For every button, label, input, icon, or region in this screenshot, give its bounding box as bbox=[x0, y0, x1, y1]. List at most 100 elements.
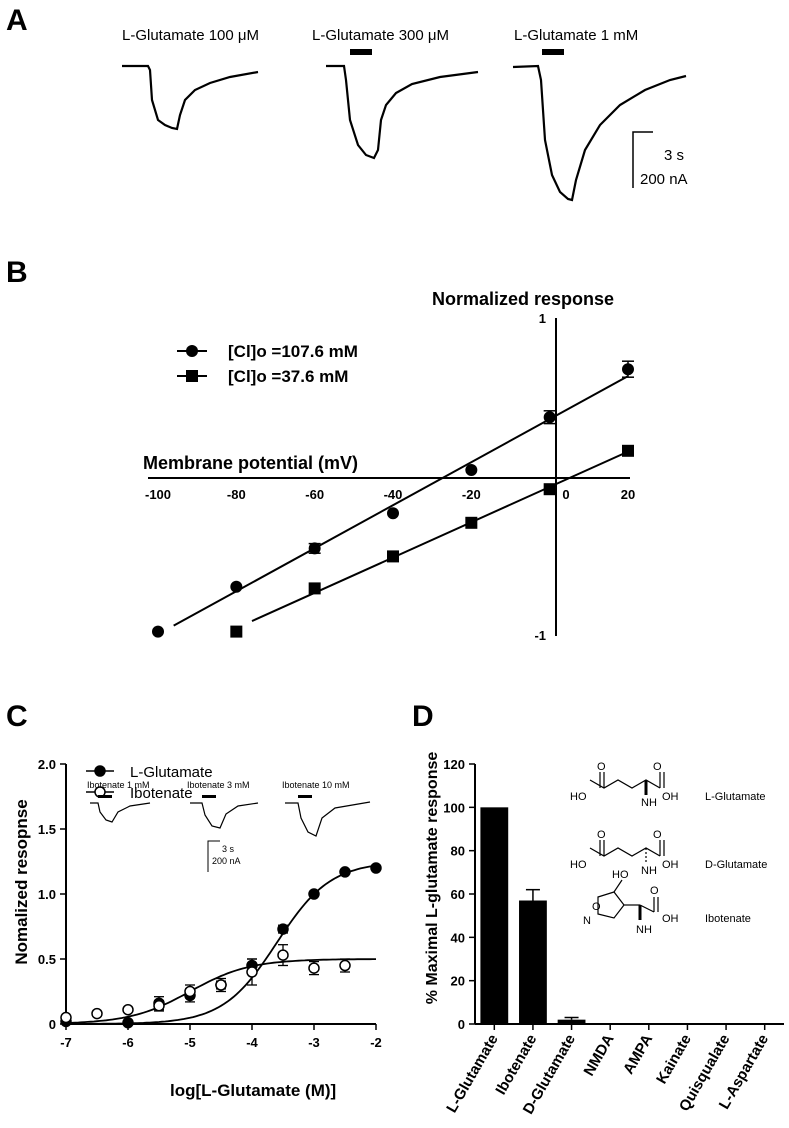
trace-label-1mM: L-Glutamate 1 mM bbox=[514, 27, 638, 44]
svg-text:OH: OH bbox=[662, 791, 679, 803]
c-data-point bbox=[339, 866, 351, 878]
d-category-label: NMDA bbox=[580, 1031, 617, 1079]
b-data-point bbox=[465, 516, 478, 529]
c-x-tick-label: -4 bbox=[246, 1035, 258, 1050]
scale-time-label: 3 s bbox=[664, 147, 684, 164]
panel-a-traces: L-Glutamate 100 μM L-Glutamate 300 μM L-… bbox=[122, 27, 688, 202]
svg-text:OH: OH bbox=[662, 859, 679, 871]
b-data-point bbox=[465, 464, 478, 476]
svg-text:O: O bbox=[597, 761, 606, 773]
svg-text:HO: HO bbox=[612, 869, 629, 881]
c-x-tick-label: -2 bbox=[370, 1035, 382, 1050]
c-data-point bbox=[122, 1003, 134, 1016]
c-data-point bbox=[60, 1011, 72, 1024]
inset-bar-1mM bbox=[98, 795, 112, 798]
inset-label-3mM: Ibotenate 3 mM bbox=[187, 780, 250, 790]
c-data-point bbox=[370, 862, 382, 874]
c-x-tick-label: -7 bbox=[60, 1035, 72, 1050]
d-category-label: L-Glutamate bbox=[443, 1032, 501, 1116]
current-trace-100uM bbox=[122, 64, 259, 131]
inset-scale-bar bbox=[207, 840, 220, 872]
b-x-tick-label: 0 bbox=[562, 487, 569, 502]
inset-bar-3mM bbox=[202, 795, 216, 798]
panel-c-dose-response: log[L-Glutamate (M)] Nomalized resopnse … bbox=[12, 757, 382, 1100]
panel-b-letter: B bbox=[6, 256, 28, 289]
svg-text:O: O bbox=[597, 829, 606, 841]
b-data-point bbox=[387, 550, 399, 563]
b-x-tick-label: -40 bbox=[384, 487, 403, 502]
panel-c-letter: C bbox=[6, 700, 28, 733]
b-legend-marker bbox=[186, 370, 198, 382]
panel-d-letter: D bbox=[412, 700, 434, 733]
inset-scale-time: 3 s bbox=[222, 844, 235, 854]
c-x-tick-label: -3 bbox=[308, 1035, 320, 1050]
c-y-axis-label: Nomalized resopnse bbox=[12, 799, 31, 964]
b-legend-marker bbox=[186, 345, 198, 357]
c-legend-marker bbox=[94, 765, 106, 777]
d-bar bbox=[480, 807, 509, 1024]
d-y-tick-label: 100 bbox=[443, 800, 465, 815]
svg-text:N: N bbox=[583, 915, 591, 927]
b-x-tick-label: -80 bbox=[227, 487, 246, 502]
c-data-point bbox=[122, 1016, 134, 1029]
c-data-point bbox=[277, 923, 289, 935]
d-y-tick-label: 120 bbox=[443, 757, 465, 772]
c-y-tick-label: 0 bbox=[49, 1017, 56, 1032]
c-legend-label: L-Glutamate bbox=[130, 764, 213, 781]
b-data-point bbox=[622, 363, 634, 376]
application-bar-1mM bbox=[542, 49, 564, 55]
b-x-tick-label: -20 bbox=[462, 487, 481, 502]
b-data-point bbox=[152, 625, 164, 638]
d-y-tick-label: 40 bbox=[451, 930, 465, 945]
b-legend-label: [Cl]o =107.6 mM bbox=[228, 342, 358, 361]
d-category-label: AMPA bbox=[620, 1031, 656, 1077]
c-y-tick-label: 0.5 bbox=[38, 952, 56, 967]
panel-c-inset-traces: Ibotenate 1 mM Ibotenate 3 mM Ibotenate … bbox=[87, 780, 371, 872]
d-y-tick-label: 20 bbox=[451, 974, 465, 989]
c-x-axis-label: log[L-Glutamate (M)] bbox=[170, 1081, 336, 1100]
c-data-point bbox=[339, 959, 351, 972]
trace-label-300uM: L-Glutamate 300 μM bbox=[312, 27, 449, 44]
c-y-tick-label: 2.0 bbox=[38, 757, 56, 772]
d-y-tick-label: 0 bbox=[458, 1017, 465, 1032]
b-data-point bbox=[308, 582, 321, 595]
panel-d-bar-chart: % Maximal L-glutamate response 020406080… bbox=[424, 752, 784, 1117]
svg-text:OH: OH bbox=[662, 913, 679, 925]
c-x-tick-label: -5 bbox=[184, 1035, 196, 1050]
current-trace-1mM bbox=[512, 64, 687, 202]
chemical-atom-labels: HO O O OH NH HO O O OH NH N O HO O OH NH… bbox=[570, 761, 767, 936]
c-data-point bbox=[308, 888, 320, 900]
b-data-point bbox=[308, 542, 321, 555]
b-x-tick-label: -60 bbox=[305, 487, 324, 502]
d-bar bbox=[519, 900, 547, 1024]
d-y-tick-label: 80 bbox=[451, 844, 465, 859]
structure-name-ibotenate: Ibotenate bbox=[705, 913, 751, 925]
b-y-tick-label: 1 bbox=[539, 311, 546, 326]
panel-b-iv-plot: Membrane potential (mV) Normalized respo… bbox=[143, 289, 635, 643]
chemical-structures bbox=[589, 772, 665, 920]
structure-name-l-glutamate: L-Glutamate bbox=[705, 791, 766, 803]
b-data-point bbox=[230, 580, 243, 593]
c-data-point bbox=[277, 949, 289, 961]
inset-trace-1mM bbox=[90, 802, 151, 823]
svg-text:O: O bbox=[653, 761, 662, 773]
c-legend-label: Ibotenate bbox=[130, 785, 193, 802]
c-data-point bbox=[184, 985, 196, 998]
b-x-tick-label: -100 bbox=[145, 487, 171, 502]
b-data-point bbox=[622, 444, 634, 457]
d-category-label: Kainate bbox=[653, 1032, 695, 1087]
b-y-axis-label: Normalized response bbox=[432, 289, 614, 309]
inset-label-1mM: Ibotenate 1 mM bbox=[87, 780, 150, 790]
inset-trace-3mM bbox=[190, 802, 259, 829]
c-y-tick-label: 1.0 bbox=[38, 887, 56, 902]
b-x-axis-label: Membrane potential (mV) bbox=[143, 453, 358, 473]
panel-a-letter: A bbox=[6, 4, 28, 37]
inset-trace-10mM bbox=[285, 801, 371, 837]
b-x-tick-label: 20 bbox=[621, 487, 635, 502]
c-data-point bbox=[308, 962, 320, 974]
scale-current-label: 200 nA bbox=[640, 171, 688, 188]
c-fit-curve bbox=[66, 864, 377, 1025]
svg-text:O: O bbox=[650, 885, 659, 897]
d-y-tick-label: 60 bbox=[451, 887, 465, 902]
